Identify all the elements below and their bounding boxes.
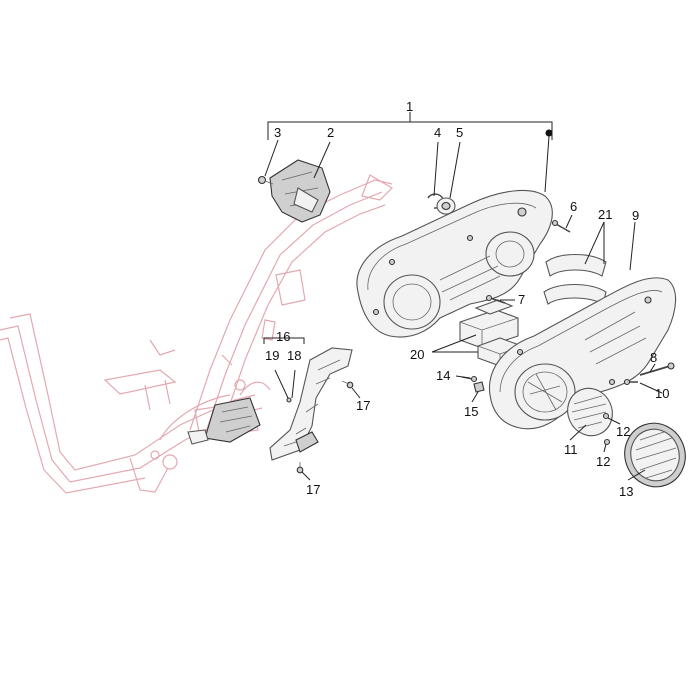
callout-12a: 12 bbox=[616, 424, 630, 439]
callout-10: 10 bbox=[655, 386, 669, 401]
screw-parts bbox=[286, 219, 675, 474]
leader-lines bbox=[263, 112, 663, 481]
part-1-inner-cover bbox=[356, 189, 553, 338]
callout-15: 15 bbox=[464, 404, 478, 419]
callout-17a: 17 bbox=[356, 398, 370, 413]
part-5-bearing bbox=[436, 197, 456, 215]
part-11-inner-grille bbox=[567, 387, 613, 437]
callout-5: 5 bbox=[456, 125, 463, 140]
callout-labels: 1 2 3 4 5 6 7 8 9 10 11 12 12 13 14 15 1… bbox=[265, 99, 669, 499]
part-13-fan-cover bbox=[624, 422, 686, 488]
callout-12b: 12 bbox=[596, 454, 610, 469]
callout-7: 7 bbox=[518, 292, 525, 307]
callout-18: 18 bbox=[287, 348, 301, 363]
callout-9: 9 bbox=[632, 208, 639, 223]
callout-13: 13 bbox=[619, 484, 633, 499]
callout-6: 6 bbox=[570, 199, 577, 214]
part-9-outer-cover bbox=[488, 277, 677, 430]
frame-outline bbox=[0, 174, 393, 494]
callout-19: 19 bbox=[265, 348, 279, 363]
callout-20: 20 bbox=[410, 347, 424, 362]
callout-3: 3 bbox=[274, 125, 281, 140]
mounting-bracket bbox=[187, 397, 261, 445]
callout-11: 11 bbox=[564, 442, 578, 457]
callout-21: 21 bbox=[598, 207, 612, 222]
part-2-upper-shroud bbox=[269, 159, 331, 223]
callout-1: 1 bbox=[406, 99, 413, 114]
callout-8: 8 bbox=[650, 350, 657, 365]
part-21-seal bbox=[543, 254, 607, 305]
part-18-lower-duct bbox=[269, 347, 353, 461]
callout-4: 4 bbox=[434, 125, 441, 140]
part-3-screw bbox=[257, 175, 274, 185]
callout-2: 2 bbox=[327, 125, 334, 140]
callout-14: 14 bbox=[436, 368, 450, 383]
callout-17b: 17 bbox=[306, 482, 320, 497]
callout-16: 16 bbox=[276, 329, 290, 344]
